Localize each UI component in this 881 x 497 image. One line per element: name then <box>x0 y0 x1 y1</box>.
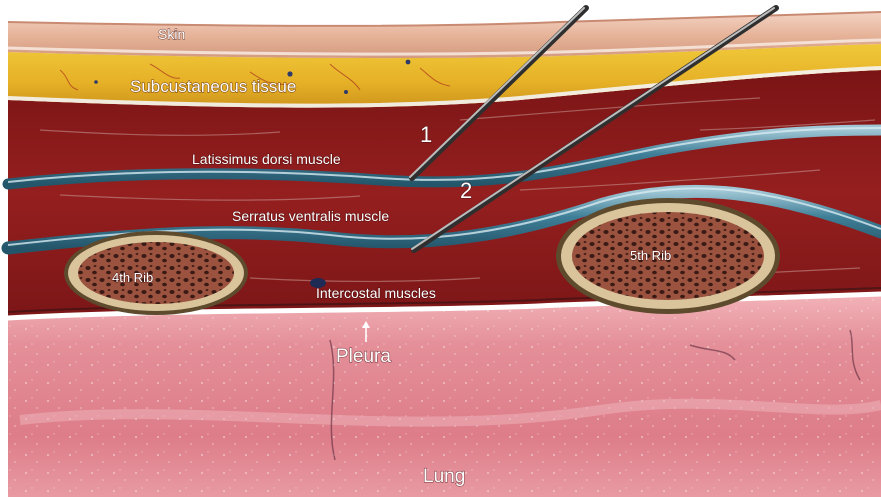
label-intercostal: Intercostal muscles <box>316 285 436 301</box>
label-serratus: Serratus ventralis muscle <box>232 208 389 224</box>
label-needle-1: 1 <box>420 122 432 147</box>
label-needle-2: 2 <box>460 178 472 203</box>
label-latissimus: Latissimus dorsi muscle <box>192 151 341 167</box>
label-lung: Lung <box>423 466 465 487</box>
label-rib-4: 4th Rib <box>112 270 153 285</box>
label-pleura: Pleura <box>336 346 391 367</box>
rib-4 <box>64 231 248 315</box>
label-rib-5: 5th Rib <box>630 248 671 263</box>
label-subcutaneous: Subcustaneous tissue <box>130 77 296 96</box>
label-skin: Skin <box>158 26 185 42</box>
